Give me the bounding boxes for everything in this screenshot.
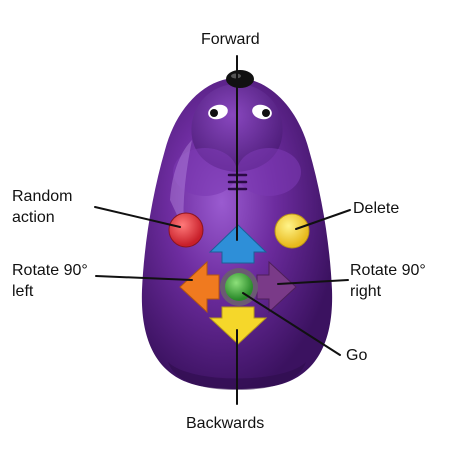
eye-icon bbox=[252, 104, 272, 120]
nose-sensor-icon bbox=[226, 70, 254, 88]
rotate-right-label: Rotate 90° right bbox=[350, 260, 426, 302]
rotate-right-label-line2: right bbox=[350, 283, 382, 300]
rotate-left-label-line1: Rotate 90° bbox=[12, 262, 88, 279]
rotate-right-leader-line bbox=[277, 279, 349, 285]
body-highlight bbox=[170, 140, 192, 230]
forward-label: Forward bbox=[201, 31, 260, 48]
leader-lines bbox=[94, 55, 351, 405]
delete-leader-line bbox=[295, 209, 351, 230]
rotate-right-label-line1: Rotate 90° bbox=[350, 262, 426, 279]
right-cheek bbox=[237, 148, 301, 196]
random-action-label: Random action bbox=[12, 186, 72, 228]
rotate-left-leader-line bbox=[95, 275, 193, 281]
body-base-rim bbox=[168, 362, 306, 390]
left-cheek bbox=[173, 148, 237, 196]
backwards-label: Backwards bbox=[186, 415, 265, 432]
rotate-left-label: Rotate 90° left bbox=[12, 260, 88, 302]
random-action-label-line1: Random bbox=[12, 188, 73, 205]
arrow-down-icon[interactable] bbox=[208, 306, 268, 345]
go-label: Go bbox=[346, 347, 368, 364]
go-leader-line bbox=[242, 292, 341, 356]
random-action-leader-line bbox=[94, 206, 181, 228]
arrow-left-icon[interactable] bbox=[179, 260, 220, 314]
rotate-left-label-line2: left bbox=[12, 283, 34, 300]
delete-label: Delete bbox=[353, 200, 400, 217]
arrow-up-icon[interactable] bbox=[208, 224, 268, 264]
eye-icon bbox=[208, 104, 228, 120]
random-action-label-line2: action bbox=[12, 209, 55, 226]
delete-button[interactable] bbox=[274, 213, 310, 249]
random-action-button[interactable] bbox=[168, 212, 204, 248]
